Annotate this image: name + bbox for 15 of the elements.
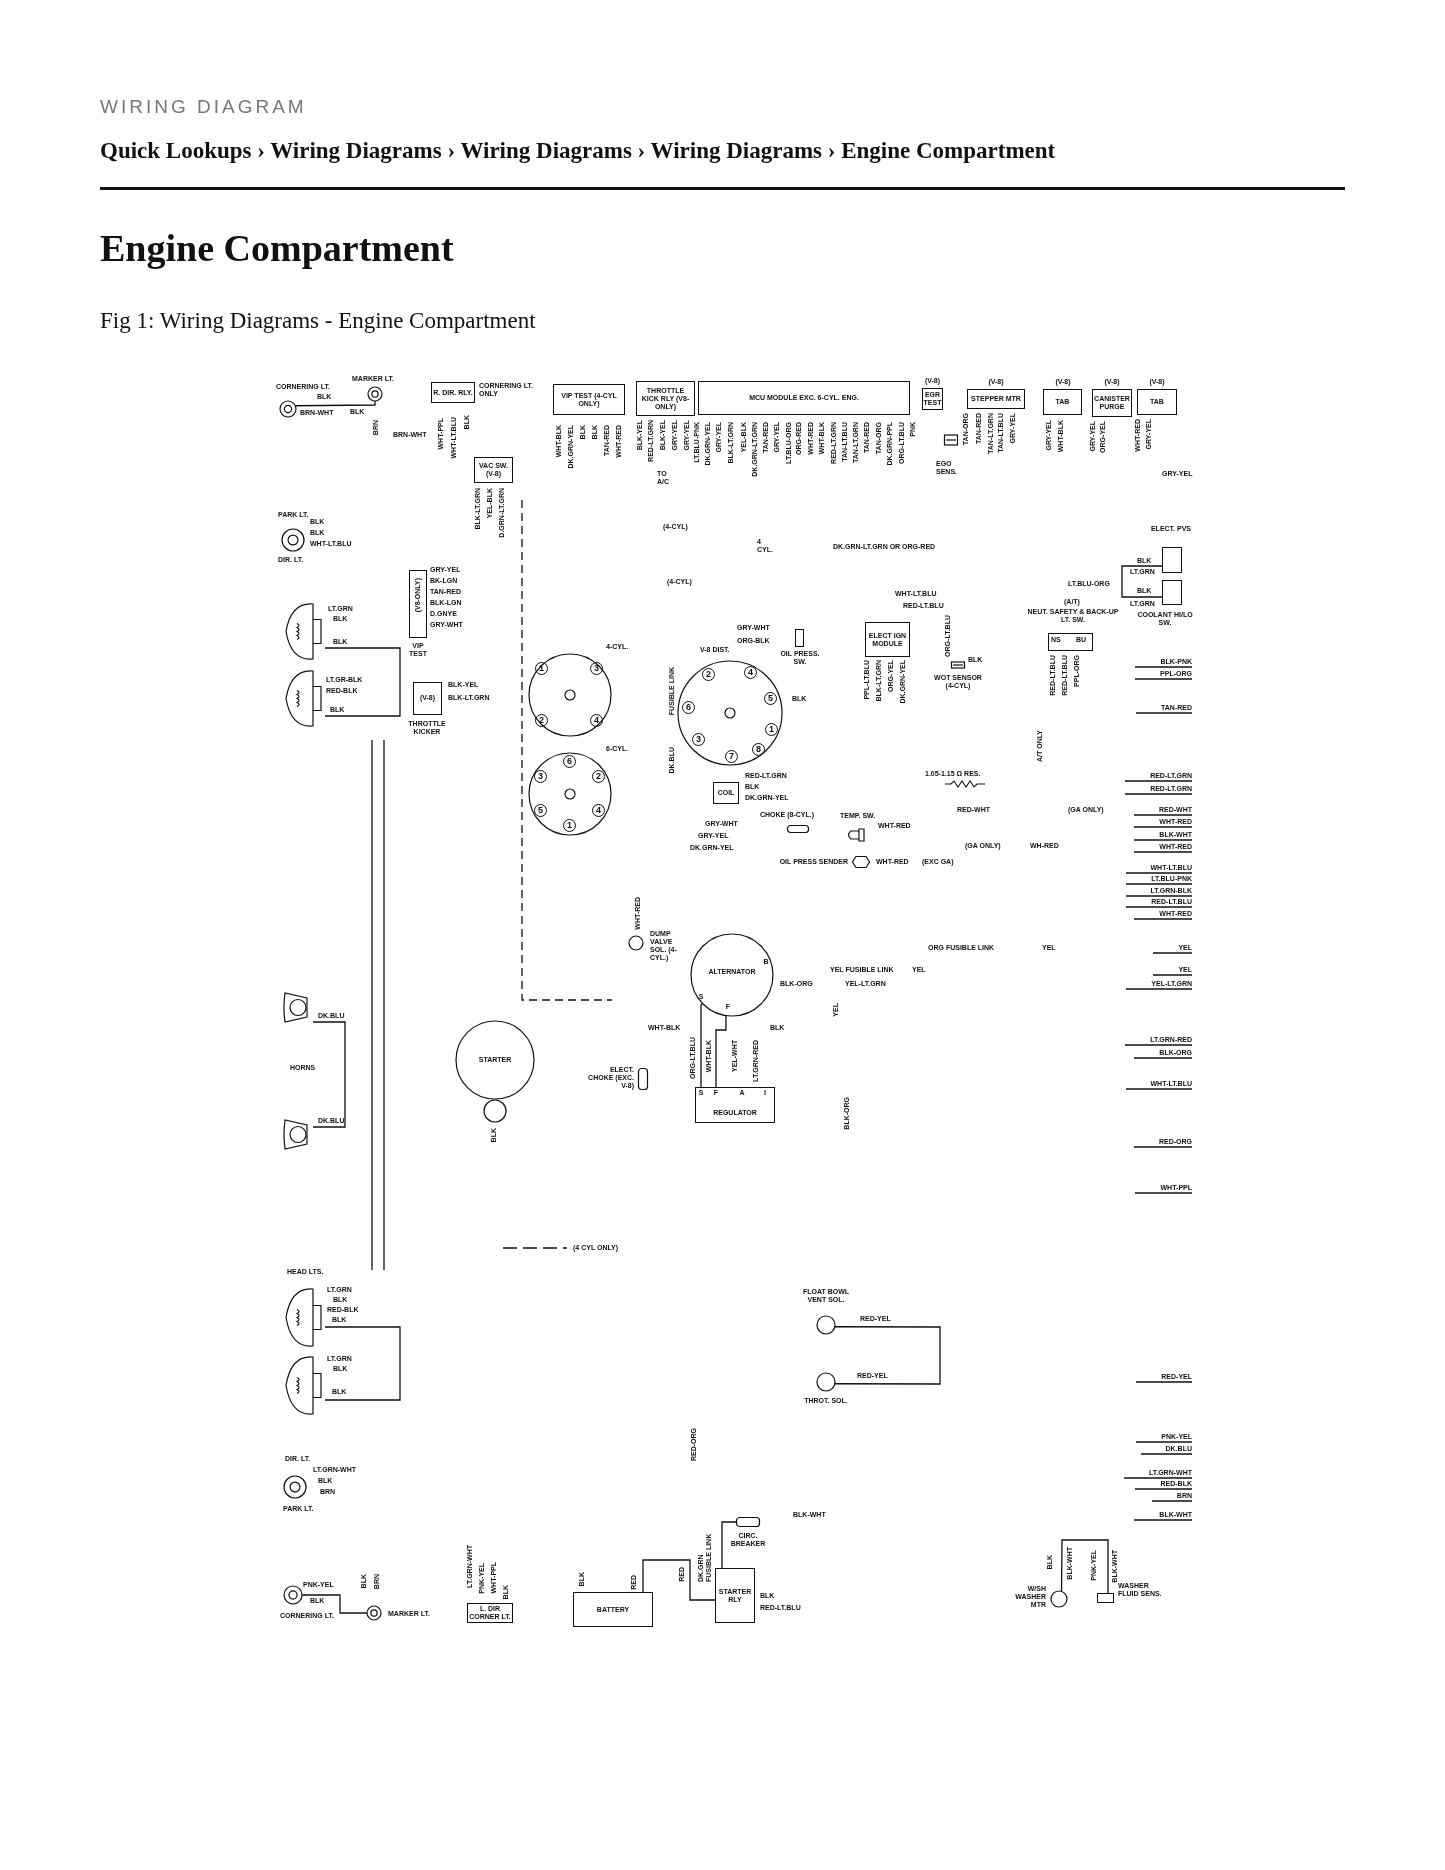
section-kicker: WIRING DIAGRAM: [100, 96, 307, 118]
wire: [834, 1326, 941, 1385]
wire: [700, 1002, 704, 1088]
wire: [642, 1559, 716, 1601]
figure-caption: Fig 1: Wiring Diagrams - Engine Compartment: [100, 308, 536, 334]
wire: [294, 400, 376, 407]
breadcrumb: Quick Lookups › Wiring Diagrams › Wiring Diagrams › Wiring Diagrams › Engine Compartment: [100, 138, 1056, 164]
page-title: Engine Compartment: [100, 226, 454, 270]
wire: [324, 1326, 401, 1401]
wire: [721, 1521, 737, 1569]
wire: [312, 1021, 346, 1128]
wire: [1060, 1539, 1109, 1594]
wire: [324, 647, 401, 717]
wire: [715, 1014, 727, 1088]
wire: [1121, 565, 1163, 598]
